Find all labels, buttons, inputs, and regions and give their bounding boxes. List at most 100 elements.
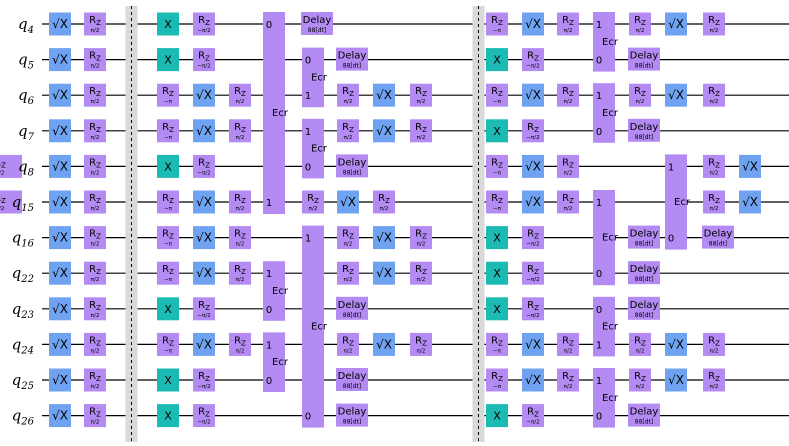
rz-box — [629, 332, 651, 356]
gate-rz-q_23-46: RZ−π/2 — [193, 297, 215, 321]
sx-box — [193, 119, 215, 143]
gate-rz-q_6-28: RZ−π — [157, 83, 179, 107]
rz-param: π/2 — [417, 277, 426, 283]
rz-box — [0, 190, 22, 214]
ecr-top-port: 0 — [596, 305, 602, 316]
sx-box — [49, 48, 71, 72]
ecr-bottom-port: 0 — [596, 127, 602, 138]
x-box — [157, 48, 179, 72]
gate-rz-q_16-41: RZπ/2 — [229, 226, 251, 250]
x-label: X — [164, 160, 172, 173]
ecr-top-port: 1 — [668, 162, 674, 173]
gate-sx-q_4-109: √X — [665, 12, 687, 36]
sx-box — [49, 368, 71, 392]
sx-box — [739, 190, 761, 214]
rz-param: π/2 — [564, 348, 573, 354]
gate-sx-q_15-92: √X — [522, 190, 544, 214]
ecr-box — [593, 12, 615, 72]
gate-sx-q_6-4: √X — [49, 83, 71, 107]
rz-box — [337, 119, 359, 143]
gate-sx-q_15-56: √X — [337, 190, 359, 214]
x-box — [486, 297, 508, 321]
rz-param: π/2 — [91, 206, 100, 212]
ecr-top-port: 1 — [305, 127, 311, 138]
ecr-bottom-port: 0 — [596, 269, 602, 280]
rz-param: π/2 — [236, 348, 245, 354]
x-label: X — [493, 54, 501, 67]
rz-label: RZ — [198, 157, 210, 169]
rz-label: RZ — [89, 86, 101, 98]
rz-label: RZ — [198, 15, 210, 27]
gate-rz-q_26-53: RZ−π/2 — [193, 404, 215, 428]
rz-box — [84, 368, 106, 392]
gate-rz-q_4-80: RZπ/2 — [557, 12, 579, 36]
rz-param: π/2 — [710, 348, 719, 354]
delay-label: Delay — [630, 122, 659, 133]
gate-rz-q_4-108: RZπ/2 — [629, 12, 651, 36]
rz-box — [193, 12, 215, 36]
rz-label: RZ — [527, 122, 539, 134]
gate-rz-q_24-19: RZπ/2 — [84, 332, 106, 356]
gate-rz-q_8-35: RZ−π/2 — [193, 154, 215, 178]
rz-param: π/2 — [564, 28, 573, 34]
gate-x-q_8-34: X — [157, 154, 179, 178]
gate-rz-q_24-49: RZπ/2 — [229, 332, 251, 356]
delay-box — [336, 47, 368, 71]
gate-sx-q_8-89: √X — [522, 154, 544, 178]
rz-param: π/2 — [344, 242, 353, 248]
rz-param: π/2 — [417, 348, 426, 354]
rz-param: π/2 — [417, 135, 426, 141]
rz-box — [486, 332, 508, 356]
sx-label: √X — [52, 124, 68, 138]
sx-box — [193, 261, 215, 285]
qubit-label-q_26: q26 — [12, 407, 35, 428]
gate-rz-q_25-122: RZπ/2 — [629, 368, 651, 392]
rz-param: π/2 — [309, 206, 318, 212]
ecr-top-port: 1 — [596, 376, 602, 387]
ecr-label: Ecr — [272, 108, 289, 119]
rz-box — [557, 154, 579, 178]
gate-sx-q_6-113: √X — [665, 83, 687, 107]
x-label: X — [164, 410, 172, 423]
gate-x-q_16-94: X — [486, 226, 508, 250]
delay-param: 88[dt] — [635, 241, 653, 248]
rz-label: RZ — [234, 335, 246, 347]
delay-box — [628, 296, 660, 320]
delay-label: Delay — [338, 51, 367, 62]
ecr-label: Ecr — [272, 357, 289, 368]
delay-label: Delay — [630, 229, 659, 240]
sx-label: √X — [196, 231, 212, 245]
rz-param: π/2 — [380, 206, 389, 212]
gate-rz-q_25-21: RZπ/2 — [84, 368, 106, 392]
x-label: X — [164, 303, 172, 316]
gate-rz-q_7-31: RZ−π — [157, 119, 179, 143]
rz-box — [557, 368, 579, 392]
gate-rz-q_16-95: RZ−π/2 — [522, 226, 544, 250]
rz-label: RZ — [162, 122, 174, 134]
sx-box — [665, 368, 687, 392]
rz-label: RZ — [0, 157, 6, 169]
delay-box — [628, 261, 660, 285]
gate-sx-q_7-6: √X — [49, 119, 71, 143]
gate-sx-q_6-60: √X — [373, 83, 395, 107]
gate-rz-q_22-69: RZπ/2 — [337, 261, 359, 285]
rz-param: π/2 — [417, 99, 426, 105]
gate-rz-q_25-103: RZ−π — [486, 368, 508, 392]
ecr-top-port: 1 — [266, 269, 272, 280]
gate-sx-q_24-48: √X — [193, 332, 215, 356]
x-label: X — [493, 410, 501, 423]
gate-rz-q_7-7: RZπ/2 — [84, 119, 106, 143]
ecr-label: Ecr — [602, 37, 619, 48]
ecr-top-port: 0 — [305, 56, 311, 67]
ecr-box — [593, 296, 615, 357]
rz-param: π/2 — [636, 99, 645, 105]
delay-param: 88[dt] — [343, 312, 361, 319]
rz-param: π/2 — [636, 384, 645, 390]
gate-rz-q_5-3: RZπ/2 — [84, 48, 106, 72]
gate-sx-q_16-12: √X — [49, 226, 71, 250]
delay-box — [628, 225, 660, 249]
gate-sx-q_25-123: √X — [665, 368, 687, 392]
rz-label: RZ — [234, 193, 246, 205]
